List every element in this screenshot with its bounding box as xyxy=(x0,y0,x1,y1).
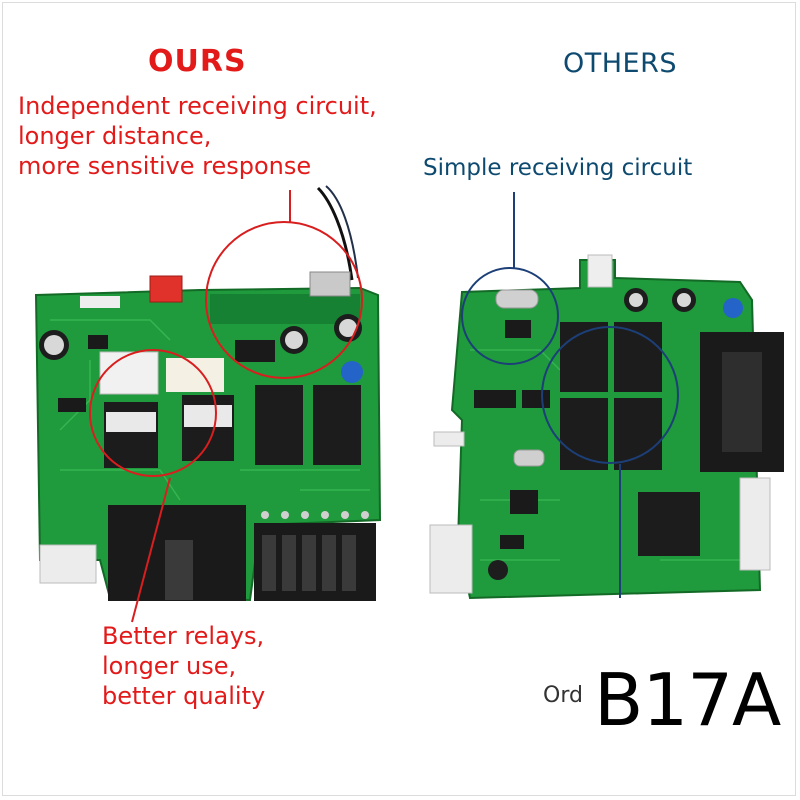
ours-feature-line-3: more sensitive response xyxy=(18,152,312,180)
ours-relay-line-2: longer use, xyxy=(102,652,237,680)
ours-feature-line-1: Independent receiving circuit, xyxy=(18,92,377,120)
others-title: OTHERS xyxy=(563,48,678,79)
ours-feature-line-2: longer distance, xyxy=(18,122,212,150)
ours-board xyxy=(34,185,382,623)
ours-title: OURS xyxy=(148,44,247,79)
ours-relay-line-3: better quality xyxy=(102,682,266,710)
model-code: B17A xyxy=(594,658,781,742)
ord-prefix: Ord xyxy=(543,683,583,708)
ours-relay-line-1: Better relays, xyxy=(102,622,265,650)
others-board xyxy=(429,192,784,600)
others-feature-line: Simple receiving circuit xyxy=(423,155,693,181)
